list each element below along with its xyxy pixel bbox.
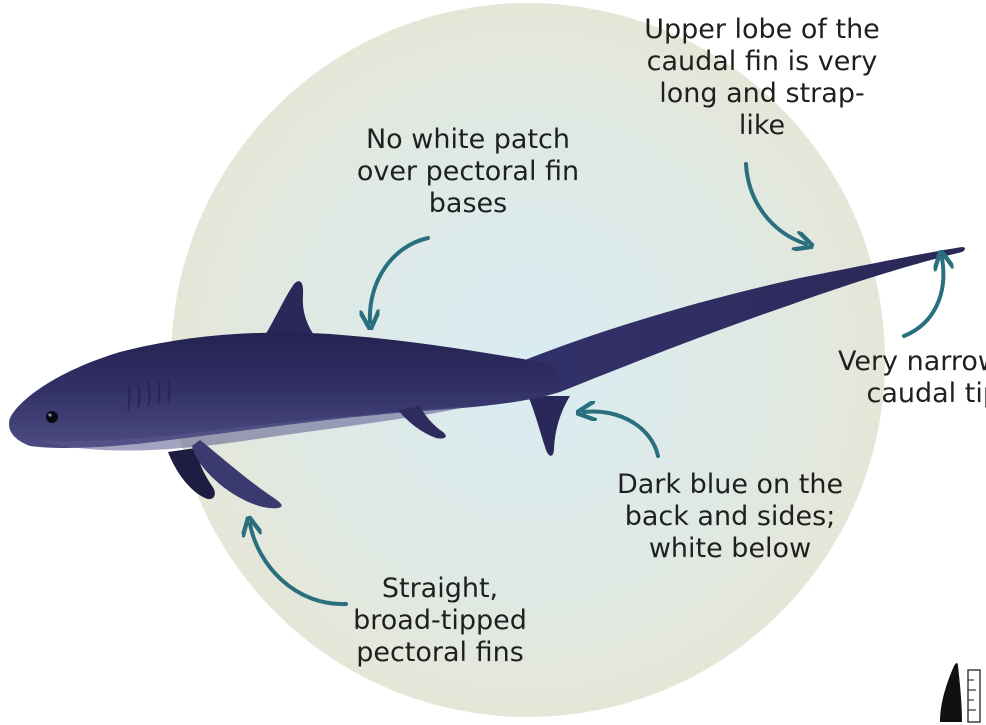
label-narrow-caudal-tip: Very narrow caudal tip xyxy=(760,346,986,410)
arrow-narrow-tip xyxy=(904,258,943,336)
label-upper-caudal-lobe: Upper lobe of the caudal fin is very lon… xyxy=(612,14,912,142)
label-dark-blue-coloration: Dark blue on the back and sides; white b… xyxy=(580,469,880,565)
shark-eye xyxy=(46,411,58,423)
label-no-white-patch: No white patch over pectoral fin bases xyxy=(318,124,618,220)
label-pectoral-fins: Straight, broad-tipped pectoral fins xyxy=(300,573,580,669)
eye-highlight xyxy=(48,413,51,416)
shark-silhouette-with-ruler-icon xyxy=(940,663,980,722)
